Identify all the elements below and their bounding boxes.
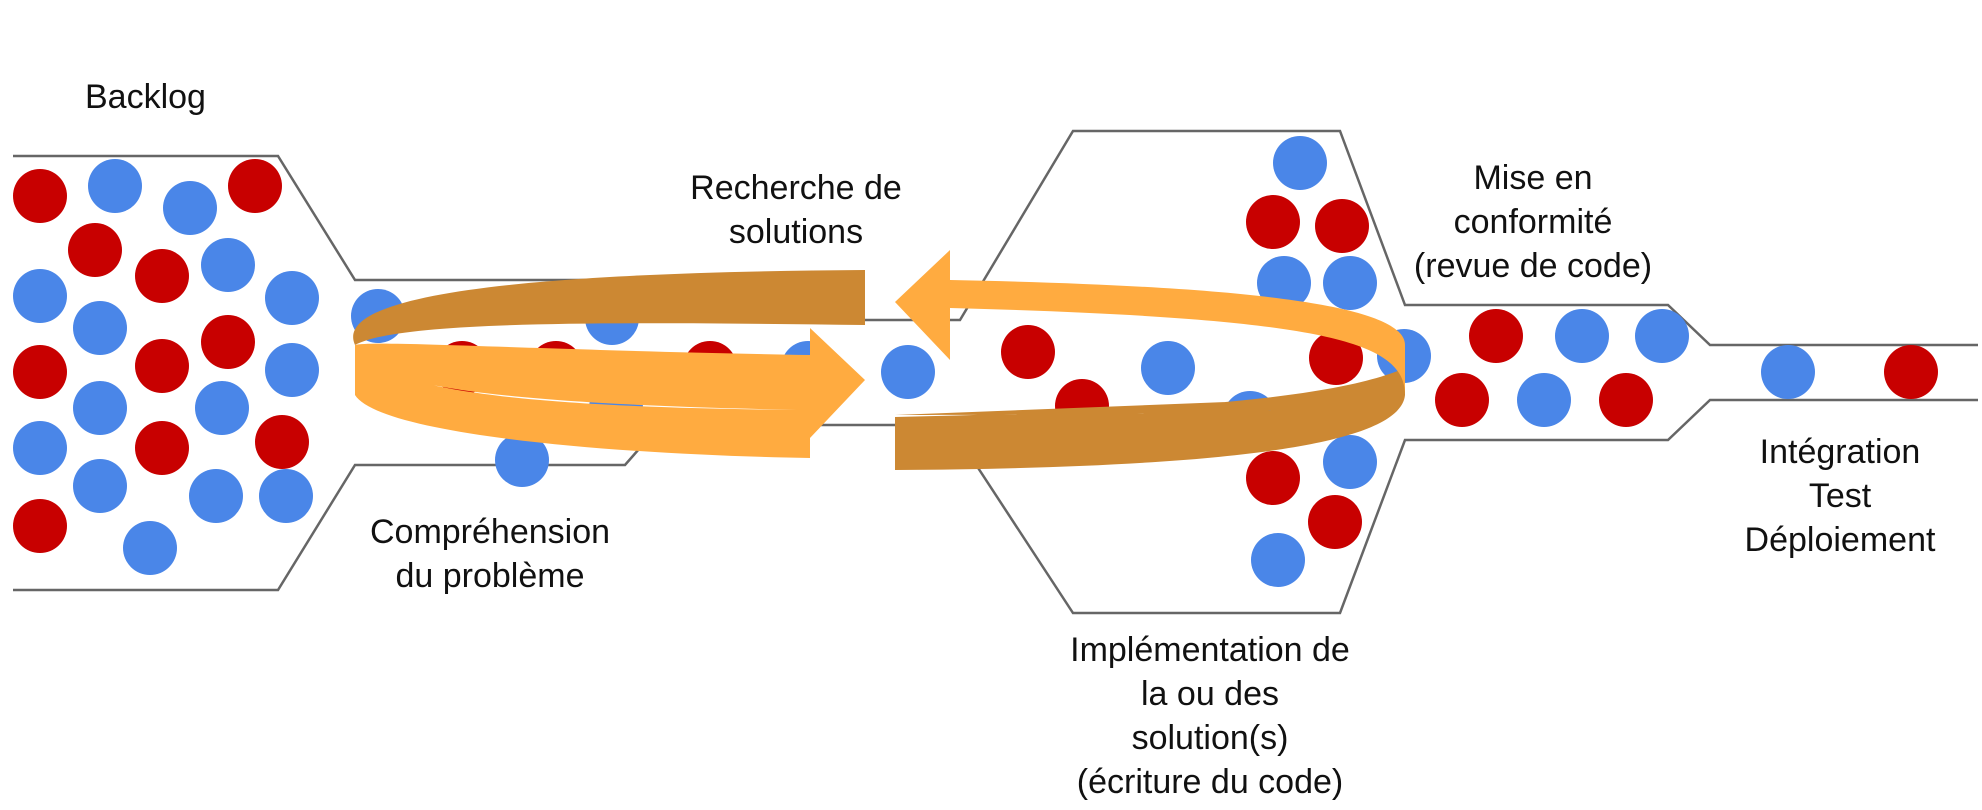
comprehension-label-line-2: du problème [395,557,585,595]
red-work-item [13,345,67,399]
red-work-item [1309,331,1363,385]
cycle-arrow-front-band-left [355,328,865,458]
conformite-label: Mise en conformité (revue de code) [1383,156,1683,288]
blue-work-item [265,343,319,397]
blue-work-item [1257,256,1311,310]
comprehension-label: Compréhension du problème [340,510,640,598]
red-work-item [1315,199,1369,253]
blue-work-item [73,301,127,355]
red-work-item [13,499,67,553]
blue-work-item [259,469,313,523]
red-work-item [135,339,189,393]
blue-work-item [1141,341,1195,395]
red-work-item [135,249,189,303]
conformite-label-line-1: Mise en [1473,159,1593,197]
implementation-label-line-3: solution(s) [1131,719,1289,757]
red-work-item [1246,451,1300,505]
red-work-item [201,315,255,369]
blue-work-item [13,269,67,323]
red-work-item [1001,325,1055,379]
blue-work-item [1555,309,1609,363]
blue-work-item [195,381,249,435]
recherche-label-line-1: Recherche de [690,169,902,207]
comprehension-label-line-1: Compréhension [369,513,611,551]
implementation-label-line-2: la ou des [1141,675,1279,713]
blue-work-item [1273,136,1327,190]
implementation-label: Implémentation de la ou des solution(s) … [1030,628,1390,804]
blue-work-item [881,345,935,399]
red-work-item [1435,373,1489,427]
blue-work-item [1323,256,1377,310]
blue-work-item [163,181,217,235]
blue-work-item [123,521,177,575]
red-work-item [13,169,67,223]
backlog-label-line: Backlog [85,78,206,116]
integration-label-line-3: Déploiement [1744,521,1936,559]
blue-work-item [13,421,67,475]
pipeline-top-edge [13,129,1978,347]
cycle-arrow-front [355,250,1405,458]
cycle-arrow-back [353,270,1405,470]
red-work-item [1599,373,1653,427]
red-work-item [1469,309,1523,363]
work-items-behind [13,136,1938,587]
conformite-label-line-2: conformité [1453,203,1613,241]
red-work-item [135,421,189,475]
blue-work-item [265,271,319,325]
red-work-item [1308,495,1362,549]
backlog-label: Backlog [85,75,285,119]
blue-work-item [1517,373,1571,427]
implementation-label-line-1: Implémentation de [1070,631,1350,669]
blue-work-item [73,381,127,435]
red-work-item [68,223,122,277]
blue-work-item [201,238,255,292]
integration-label: Intégration Test Déploiement [1690,430,1982,562]
blue-work-item [1635,309,1689,363]
cycle-arrow-back-band-left [353,270,865,345]
red-work-item [228,159,282,213]
conformite-label-line-3: (revue de code) [1413,247,1653,285]
recherche-label: Recherche de solutions [646,166,946,254]
red-work-item [1884,345,1938,399]
integration-label-line-1: Intégration [1759,433,1921,471]
pipeline-outline [13,129,1978,615]
red-work-item [255,415,309,469]
blue-work-item [1761,345,1815,399]
red-work-item [1246,195,1300,249]
integration-label-line-2: Test [1808,477,1872,515]
blue-work-item [1251,533,1305,587]
blue-work-item [1323,435,1377,489]
cycle-arrow-back-band-right [895,368,1405,470]
blue-work-item [495,433,549,487]
blue-work-item [73,459,127,513]
pipeline-bottom-edge [13,398,1978,615]
recherche-label-line-2: solutions [728,213,864,251]
blue-work-item [189,469,243,523]
blue-work-item [88,159,142,213]
cycle-arrow-front-band-right [895,250,1405,395]
implementation-label-line-4: (écriture du code) [1076,763,1344,801]
